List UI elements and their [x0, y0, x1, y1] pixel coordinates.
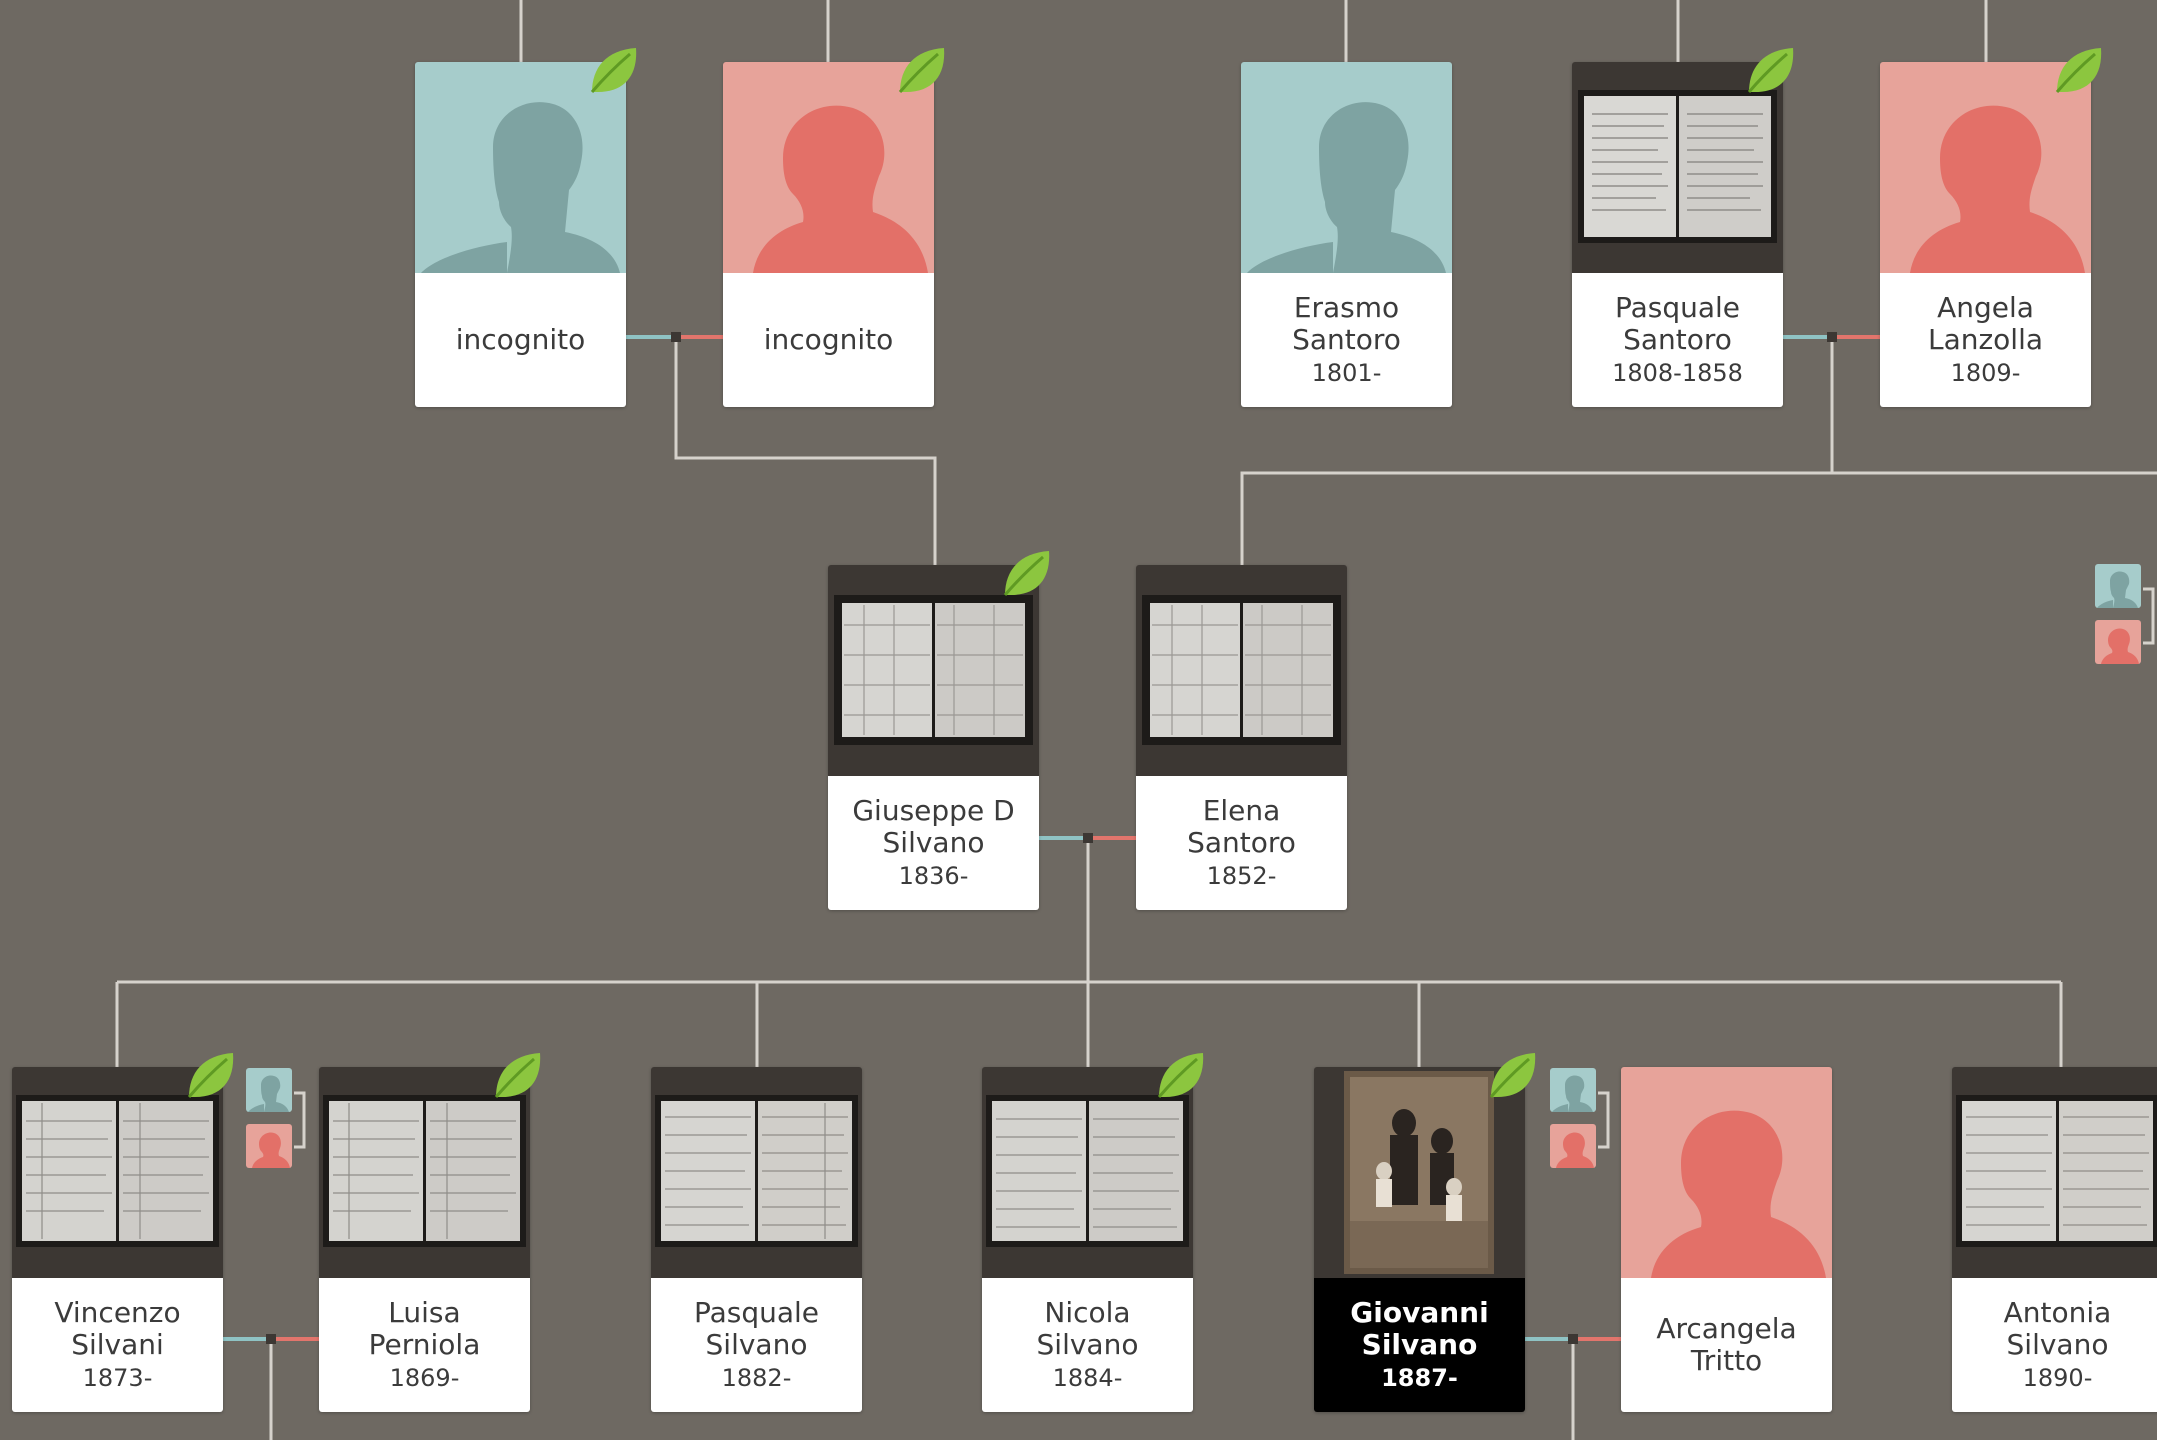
person-last-name: Tritto — [1690, 1344, 1763, 1377]
father-mini-icon[interactable] — [246, 1068, 292, 1112]
record-document-image — [1136, 565, 1347, 776]
person-first-name: Vincenzo — [54, 1296, 181, 1329]
person-card-pasquale-santoro[interactable]: Pasquale Santoro 1808-1858 — [1572, 48, 1794, 407]
person-card-arcangela-tritto[interactable]: Arcangela Tritto — [1621, 1067, 1832, 1412]
hint-leaf-icon[interactable] — [892, 40, 952, 100]
hint-leaf-icon[interactable] — [1151, 1045, 1211, 1105]
hint-leaf-icon[interactable] — [1741, 40, 1801, 100]
person-info: Luisa Perniola 1869- — [319, 1278, 530, 1412]
record-document-image — [1952, 1067, 2157, 1278]
person-dates: 1890- — [2022, 1364, 2093, 1392]
person-last-name: Santoro — [1187, 826, 1296, 859]
person-card-erasmo-santoro[interactable]: Erasmo Santoro 1801- — [1241, 62, 1452, 407]
person-first-name: Erasmo — [1293, 291, 1400, 324]
person-info: Angela Lanzolla 1809- — [1880, 273, 2091, 407]
person-info: Giuseppe D Silvano 1836- — [828, 776, 1039, 910]
person-info: Pasquale Silvano 1882- — [651, 1278, 862, 1412]
person-card-incognito-female[interactable]: incognito — [723, 48, 945, 407]
male-silhouette-icon — [1241, 62, 1452, 273]
hint-leaf-icon[interactable] — [997, 543, 1057, 603]
father-mini-icon[interactable] — [2095, 564, 2141, 608]
mother-mini-icon[interactable] — [2095, 620, 2141, 664]
person-card-nicola-silvano[interactable]: Nicola Silvano 1884- — [982, 1053, 1204, 1412]
record-document-image — [1572, 62, 1783, 273]
person-first-name: Antonia — [2003, 1296, 2112, 1329]
hint-leaf-icon[interactable] — [1483, 1045, 1543, 1105]
person-dates: 1808-1858 — [1612, 359, 1743, 387]
person-last-name: Perniola — [368, 1328, 481, 1361]
person-last-name: Silvano — [2006, 1328, 2109, 1361]
person-dates: 1882- — [721, 1364, 792, 1392]
hint-leaf-icon[interactable] — [2049, 40, 2109, 100]
hint-leaf-icon[interactable] — [181, 1045, 241, 1105]
record-document-image — [319, 1067, 530, 1278]
person-dates: 1809- — [1950, 359, 2021, 387]
person-info: Arcangela Tritto — [1621, 1278, 1832, 1412]
person-first-name: Nicola — [1044, 1296, 1131, 1329]
person-card-elena-santoro[interactable]: Elena Santoro 1852- — [1136, 565, 1347, 910]
female-silhouette-icon — [1880, 62, 2091, 273]
person-dates: 1884- — [1052, 1364, 1123, 1392]
person-card-angela-lanzolla[interactable]: Angela Lanzolla 1809- — [1880, 48, 2102, 407]
person-last-name: Lanzolla — [1927, 323, 2044, 356]
person-card-vincenzo-silvani[interactable]: Vincenzo Silvani 1873- — [12, 1053, 234, 1412]
person-first-name: Angela — [1937, 291, 2034, 324]
person-dates: 1873- — [82, 1364, 153, 1392]
person-card-antonia-silvano[interactable]: Antonia Silvano 1890- — [1952, 1067, 2157, 1412]
person-name: incognito — [455, 323, 586, 356]
person-dates: 1852- — [1206, 862, 1277, 890]
person-dates: 1869- — [389, 1364, 460, 1392]
person-last-name: Silvano — [705, 1328, 808, 1361]
mother-mini-icon[interactable] — [1550, 1124, 1596, 1168]
person-info: incognito — [723, 273, 934, 407]
person-info: Elena Santoro 1852- — [1136, 776, 1347, 910]
person-card-giovanni-silvano[interactable]: Giovanni Silvano 1887- — [1314, 1053, 1536, 1412]
person-last-name: Silvano — [882, 826, 985, 859]
person-info: Antonia Silvano 1890- — [1952, 1278, 2157, 1412]
mother-mini-icon[interactable] — [246, 1124, 292, 1168]
person-name: incognito — [763, 323, 894, 356]
person-card-pasquale-silvano[interactable]: Pasquale Silvano 1882- — [651, 1067, 862, 1412]
person-card-giuseppe-silvano[interactable]: Giuseppe D Silvano 1836- — [828, 551, 1050, 910]
person-info: Vincenzo Silvani 1873- — [12, 1278, 223, 1412]
family-photograph-image — [1314, 1067, 1525, 1278]
person-last-name: Santoro — [1292, 323, 1401, 356]
record-document-image — [12, 1067, 223, 1278]
person-first-name: Elena — [1202, 794, 1281, 827]
person-info: Giovanni Silvano 1887- — [1314, 1278, 1525, 1412]
female-silhouette-icon — [1621, 1067, 1832, 1278]
female-silhouette-icon — [723, 62, 934, 273]
record-document-image — [651, 1067, 862, 1278]
person-info: Nicola Silvano 1884- — [982, 1278, 1193, 1412]
person-dates: 1801- — [1311, 359, 1382, 387]
person-card-incognito-male[interactable]: incognito — [415, 48, 637, 407]
male-silhouette-icon — [415, 62, 626, 273]
person-info: Pasquale Santoro 1808-1858 — [1572, 273, 1783, 407]
person-first-name: Luisa — [388, 1296, 461, 1329]
person-first-name: Giuseppe D — [852, 794, 1015, 827]
hint-leaf-icon[interactable] — [488, 1045, 548, 1105]
record-document-image — [982, 1067, 1193, 1278]
person-dates: 1836- — [898, 862, 969, 890]
person-last-name: Santoro — [1623, 323, 1732, 356]
person-last-name: Silvano — [1036, 1328, 1139, 1361]
person-first-name: Pasquale — [693, 1296, 820, 1329]
person-last-name: Silvano — [1361, 1328, 1478, 1361]
person-first-name: Pasquale — [1614, 291, 1741, 324]
record-document-image — [828, 565, 1039, 776]
father-mini-icon[interactable] — [1550, 1068, 1596, 1112]
person-info: incognito — [415, 273, 626, 407]
person-dates: 1887- — [1381, 1364, 1458, 1392]
person-first-name: Giovanni — [1350, 1296, 1489, 1329]
person-first-name: Arcangela — [1656, 1312, 1797, 1345]
person-info: Erasmo Santoro 1801- — [1241, 273, 1452, 407]
person-card-luisa-perniola[interactable]: Luisa Perniola 1869- — [319, 1053, 541, 1412]
person-last-name: Silvani — [71, 1328, 164, 1361]
hint-leaf-icon[interactable] — [584, 40, 644, 100]
